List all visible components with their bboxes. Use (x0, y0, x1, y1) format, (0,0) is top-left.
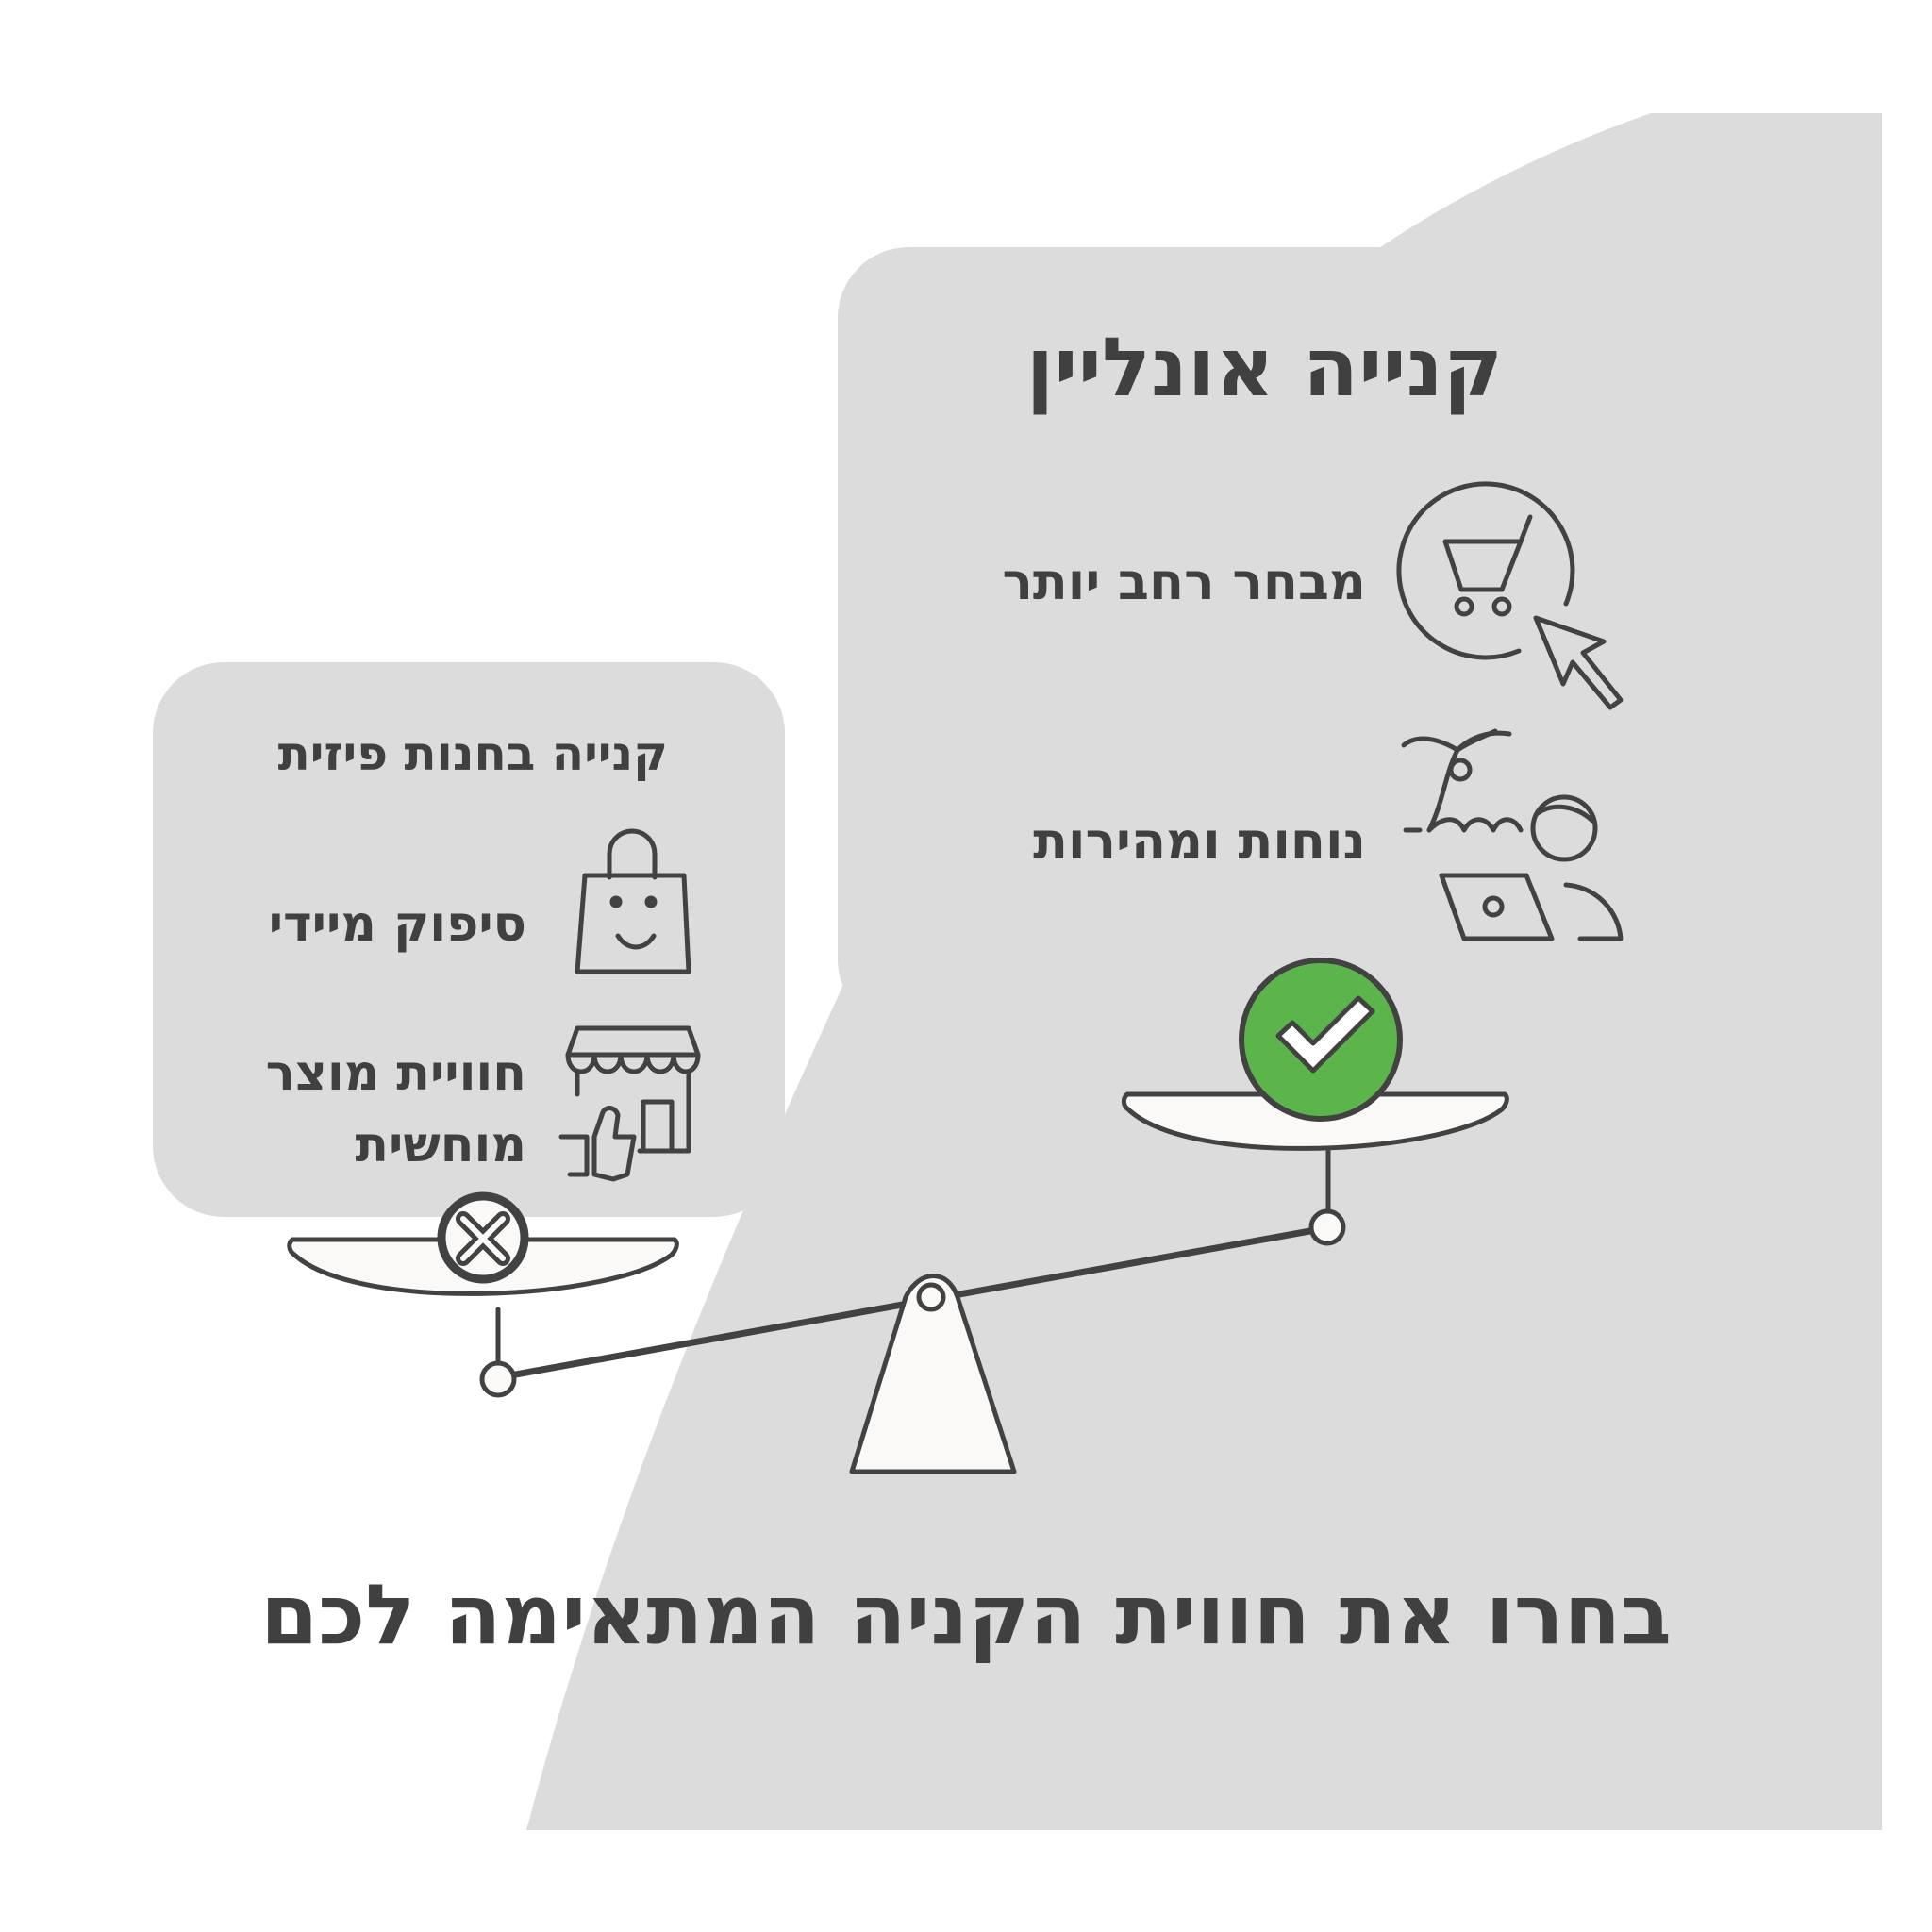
online-panel-title: קנייה אונליין (1025, 321, 1503, 415)
cart-cursor-icon (1396, 481, 1624, 710)
shopping-bag-icon (575, 828, 691, 974)
store-panel (153, 662, 785, 1217)
right-joint (1308, 1208, 1346, 1246)
online-item-selection: מבחר רחב יותר (1002, 552, 1366, 611)
fulcrum (849, 1274, 1017, 1474)
beach-laptop-icon (1401, 728, 1624, 941)
online-panel (838, 247, 1790, 1030)
store-thumbs-up-icon (558, 1025, 701, 1182)
online-item-convenience: נוחות ומהירות (1033, 811, 1366, 871)
headline: בחרו את חווית הקניה המתאימה לכם (260, 1566, 1672, 1663)
x-mark-icon (437, 1191, 529, 1284)
store-item-tangible: חוויית מוצר מוחשית (265, 1045, 526, 1174)
green-check-icon (1239, 958, 1403, 1122)
balance-scale (287, 1091, 1509, 1474)
store-panel-title: קנייה בחנות פיזית (277, 726, 668, 781)
store-item-instant: סיפוק מיידי (268, 896, 526, 953)
left-joint (479, 1360, 517, 1398)
pivot-pin (916, 1282, 946, 1312)
